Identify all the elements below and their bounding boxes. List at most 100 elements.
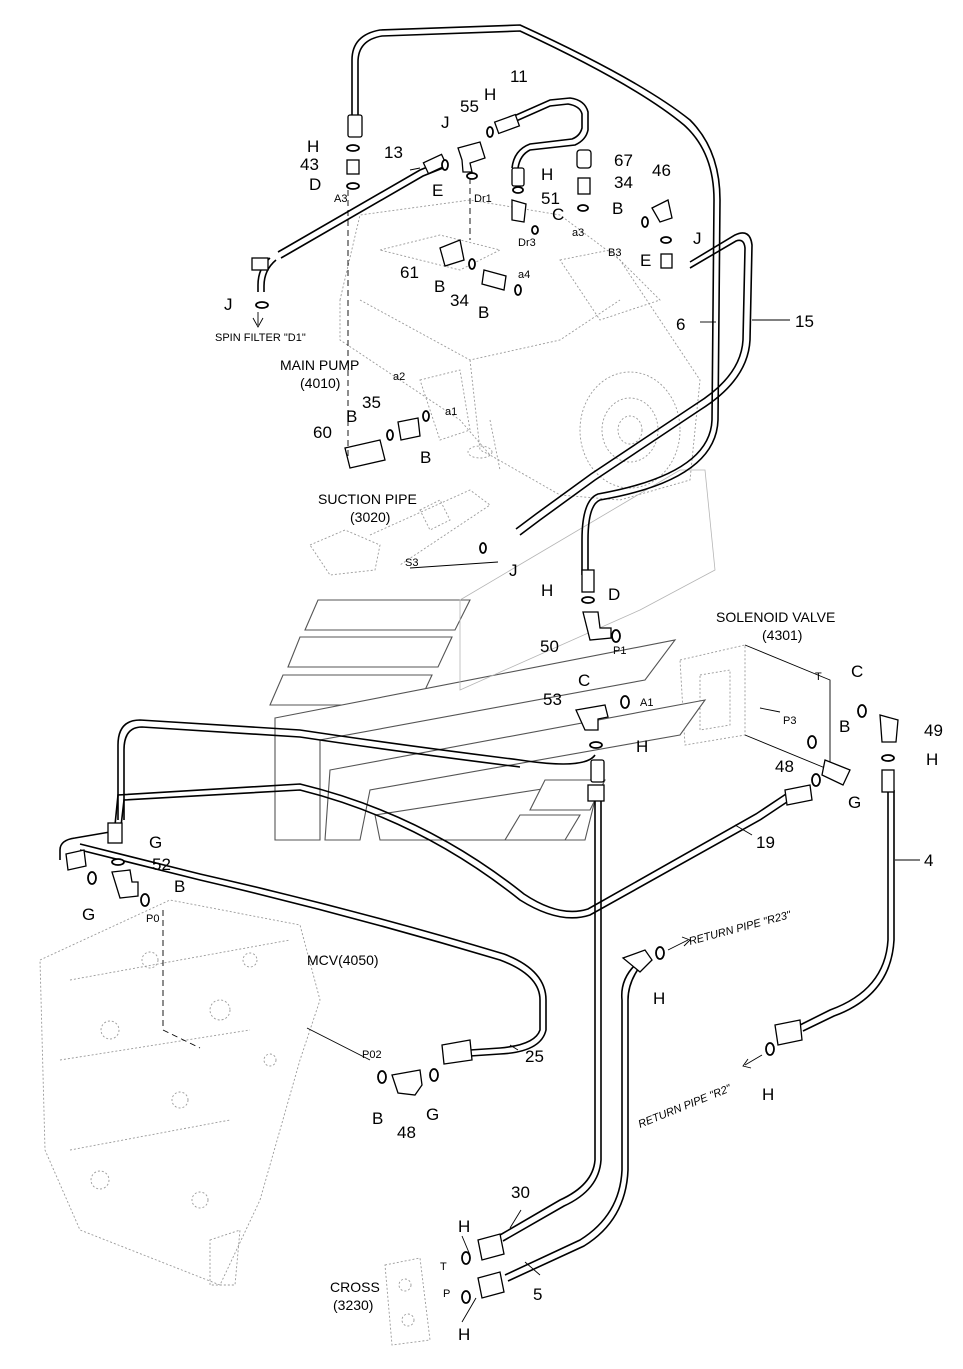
suction-pipe-label: SUCTION PIPE [318, 491, 417, 507]
port-label-p02: P02 [362, 1049, 382, 1061]
return-pipe-r2-label: RETURN PIPE "R2" [637, 1082, 734, 1131]
port-label-t-cross: T [440, 1261, 447, 1273]
o-rings [87, 126, 895, 1304]
part-number-48: 48 [775, 757, 794, 776]
part-number-4: 4 [924, 851, 933, 870]
seal-letter-g: G [82, 905, 95, 924]
return-pipe-r23-label: RETURN PIPE "R23" [688, 909, 794, 948]
seal-letter-b: B [612, 199, 623, 218]
part-number-53: 53 [543, 690, 562, 709]
part-number-51: 51 [541, 189, 560, 208]
seal-letter-c: C [552, 205, 564, 224]
seal-letter-e: E [640, 251, 651, 270]
port-label-a2: a2 [393, 371, 405, 383]
port-label-t: T [815, 671, 822, 683]
part-number-67: 67 [614, 151, 633, 170]
part-number-11: 11 [510, 67, 528, 86]
part-number-25: 25 [525, 1047, 544, 1066]
part-number-34: 34 [614, 173, 633, 192]
seal-letter-h: H [541, 165, 553, 184]
seal-letters: H H H H H H H H H H J J J J D D E E C C … [82, 85, 938, 1344]
port-label-b3: B3 [608, 247, 621, 259]
port-labels: A3 Dr1 Dr3 a3 a4 B3 a2 a1 S3 P1 A1 T P3 … [146, 193, 822, 1300]
solenoid-valve-outline [679, 644, 831, 771]
seal-letter-g: G [426, 1105, 439, 1124]
seal-letter-d: D [608, 585, 620, 604]
seal-letter-h: H [653, 989, 665, 1008]
seal-letter-j: J [693, 229, 702, 248]
seal-letter-b: B [174, 877, 185, 896]
mcv-outline [39, 899, 321, 1286]
part-number-35: 35 [362, 393, 381, 412]
watermark-logo [269, 469, 716, 841]
part-number-6: 6 [676, 315, 685, 334]
seal-letter-j: J [224, 295, 233, 314]
port-label-dr3: Dr3 [518, 237, 536, 249]
suction-pipe-outline [309, 489, 491, 576]
port-label-a1-valve: A1 [640, 697, 653, 709]
seal-letter-b: B [420, 448, 431, 467]
solenoid-valve-code: (4301) [762, 627, 802, 643]
suction-pipe-code: (3020) [350, 509, 390, 525]
seal-letter-h: H [636, 737, 648, 756]
seal-letter-h: H [458, 1325, 470, 1344]
seal-letter-b: B [839, 717, 850, 736]
part-number-60: 60 [313, 423, 332, 442]
seal-letter-h: H [541, 581, 553, 600]
seal-letter-h: H [484, 85, 496, 104]
port-label-p1: P1 [613, 645, 626, 657]
part-number-34: 34 [450, 291, 469, 310]
part-number-49: 49 [924, 721, 943, 740]
spin-filter-label: SPIN FILTER "D1" [215, 332, 306, 344]
seal-letter-d: D [309, 175, 321, 194]
port-label-s3: S3 [405, 557, 418, 569]
cross-outline [384, 1257, 431, 1346]
seal-letter-e: E [432, 181, 443, 200]
port-label-a3-lower: a3 [572, 227, 584, 239]
fittings [65, 113, 899, 1299]
part-number-5: 5 [533, 1285, 542, 1304]
part-numbers: 4 5 6 11 13 15 19 25 30 34 34 35 43 46 4… [152, 67, 943, 1304]
cross-label: CROSS [330, 1279, 380, 1295]
port-label-dr1: Dr1 [474, 193, 492, 205]
main-pump-label: MAIN PUMP [280, 357, 359, 373]
seal-letter-g: G [149, 833, 162, 852]
cross-code: (3230) [333, 1297, 373, 1313]
part-number-52: 52 [152, 855, 171, 874]
seal-letter-j: J [441, 113, 450, 132]
part-number-55: 55 [460, 97, 479, 116]
port-label-a1: a1 [445, 406, 457, 418]
seal-letter-b: B [478, 303, 489, 322]
port-label-p3: P3 [783, 715, 796, 727]
hoses [59, 24, 895, 1282]
seal-letter-h: H [307, 137, 319, 156]
seal-letter-h: H [458, 1217, 470, 1236]
seal-letter-c: C [851, 662, 863, 681]
seal-letter-b: B [372, 1109, 383, 1128]
part-number-15: 15 [795, 312, 814, 331]
seal-letter-c: C [578, 671, 590, 690]
seal-letter-b: B [346, 407, 357, 426]
part-number-19: 19 [756, 833, 775, 852]
seal-letter-b: B [434, 277, 445, 296]
solenoid-valve-label: SOLENOID VALVE [716, 609, 835, 625]
part-number-48: 48 [397, 1123, 416, 1142]
seal-letter-g: G [848, 793, 861, 812]
part-number-50: 50 [540, 637, 559, 656]
leader-lines [162, 167, 920, 1323]
part-number-13: 13 [384, 143, 403, 162]
port-label-a3: A3 [334, 193, 347, 205]
seal-letter-h: H [926, 750, 938, 769]
seal-letter-h: H [762, 1085, 774, 1104]
port-label-p0: P0 [146, 913, 159, 925]
main-pump-code: (4010) [300, 375, 340, 391]
part-number-30: 30 [511, 1183, 530, 1202]
mcv-label: MCV(4050) [307, 952, 379, 968]
port-label-p-cross: P [443, 1288, 450, 1300]
seal-letter-j: J [509, 561, 518, 580]
port-label-a4: a4 [518, 269, 530, 281]
part-number-46: 46 [652, 161, 671, 180]
part-number-61: 61 [400, 263, 419, 282]
part-number-43: 43 [300, 155, 319, 174]
